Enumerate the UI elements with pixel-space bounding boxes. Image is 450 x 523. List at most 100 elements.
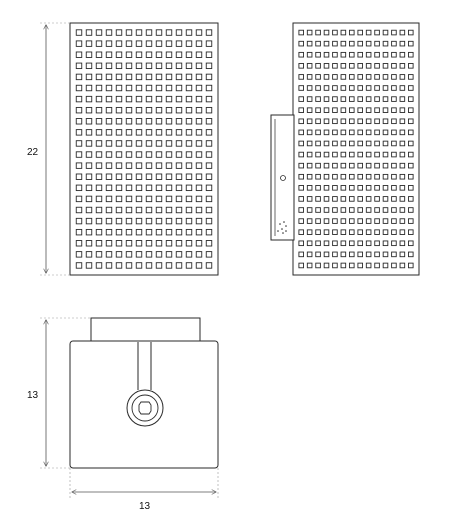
perforation-square xyxy=(391,85,397,91)
perforation-square xyxy=(349,207,355,213)
perforation-square xyxy=(391,29,397,36)
perforation-square xyxy=(365,151,372,158)
perforation-square xyxy=(391,196,397,202)
perforation-square xyxy=(408,173,414,180)
perforation-square xyxy=(165,251,173,258)
perforation-square xyxy=(357,51,363,58)
perforation-square xyxy=(115,162,123,169)
perforation-square xyxy=(323,229,330,235)
perforation-square xyxy=(205,73,213,81)
perforation-square xyxy=(95,162,103,169)
socket-icon xyxy=(138,401,152,415)
perforation-square xyxy=(332,74,338,80)
perforation-square xyxy=(365,107,372,113)
perforation-square xyxy=(408,74,414,80)
perforation-square xyxy=(135,240,143,247)
perforation-square xyxy=(306,251,313,258)
perforation-square xyxy=(306,196,313,202)
perforation-square xyxy=(105,129,113,136)
perforation-square xyxy=(165,118,173,125)
perforation-square xyxy=(145,106,153,114)
perforation-square xyxy=(298,185,304,191)
perforation-square xyxy=(75,95,83,103)
perforation-square xyxy=(145,162,153,169)
perforation-square xyxy=(332,129,338,136)
perforation-square xyxy=(298,140,304,147)
perforation-square xyxy=(115,40,123,47)
perforation-square xyxy=(175,29,183,36)
perforation-square xyxy=(115,73,123,81)
perforation-square xyxy=(165,140,173,147)
perforation-square xyxy=(195,106,203,114)
perforation-square xyxy=(391,251,397,258)
perforation-square xyxy=(105,140,113,147)
perforation-square xyxy=(205,95,213,103)
perforation-square xyxy=(155,173,163,180)
perforation-square xyxy=(399,218,406,224)
perforation-square xyxy=(195,118,203,125)
perforation-square xyxy=(349,251,355,258)
perforation-square xyxy=(374,251,380,258)
perforation-square xyxy=(165,184,173,192)
perforation-square xyxy=(205,40,213,47)
perforation-square xyxy=(357,173,363,180)
perforation-square xyxy=(115,118,123,125)
perforation-square xyxy=(323,262,330,269)
perforation-square xyxy=(115,195,123,203)
perforation-square xyxy=(195,29,203,36)
perforation-square xyxy=(205,51,213,58)
perforation-square xyxy=(185,51,193,58)
perforation-square xyxy=(315,74,321,80)
perforation-square xyxy=(95,84,103,92)
perforation-square xyxy=(315,218,321,224)
perforation-square xyxy=(105,228,113,236)
perforation-square xyxy=(135,106,143,114)
perforation-square xyxy=(408,207,414,213)
perforation-square xyxy=(165,206,173,214)
perforation-square xyxy=(125,151,133,158)
perforation-square xyxy=(135,173,143,180)
perforation-square xyxy=(349,129,355,136)
perforation-square xyxy=(95,40,103,47)
perforation-square xyxy=(365,251,372,258)
perforation-square xyxy=(391,262,397,269)
perforation-square xyxy=(340,207,347,213)
perforation-square xyxy=(332,218,338,224)
perforation-square xyxy=(145,29,153,36)
perforation-square xyxy=(125,62,133,70)
perforation-square xyxy=(374,118,380,125)
perforation-square xyxy=(155,162,163,169)
perforation-square xyxy=(306,96,313,102)
perforation-square xyxy=(125,228,133,236)
perforation-square xyxy=(95,195,103,203)
perforation-square xyxy=(357,240,363,247)
perforation-square xyxy=(175,240,183,247)
perforation-square xyxy=(349,107,355,113)
perforation-square xyxy=(340,162,347,169)
perforation-square xyxy=(185,173,193,180)
perforation-square xyxy=(75,140,83,147)
perforation-square xyxy=(315,29,321,36)
perforation-square xyxy=(374,218,380,224)
perforation-square xyxy=(75,40,83,47)
perforation-square xyxy=(135,29,143,36)
perforation-square xyxy=(145,184,153,192)
perforation-square xyxy=(105,106,113,114)
perforation-square xyxy=(306,240,313,247)
perforation-square xyxy=(105,251,113,258)
perforation-square xyxy=(298,29,304,36)
perforation-square xyxy=(357,162,363,169)
perforation-square xyxy=(399,29,406,36)
perforation-square xyxy=(365,207,372,213)
perforation-square xyxy=(357,196,363,202)
perforation-square xyxy=(323,74,330,80)
perforation-square xyxy=(365,185,372,191)
perforation-square xyxy=(391,229,397,235)
perforation-square xyxy=(399,140,406,147)
perforation-square xyxy=(357,251,363,258)
perforation-square xyxy=(365,85,372,91)
perforation-square xyxy=(332,40,338,47)
perforation-square xyxy=(205,151,213,158)
perforation-square xyxy=(85,251,93,258)
